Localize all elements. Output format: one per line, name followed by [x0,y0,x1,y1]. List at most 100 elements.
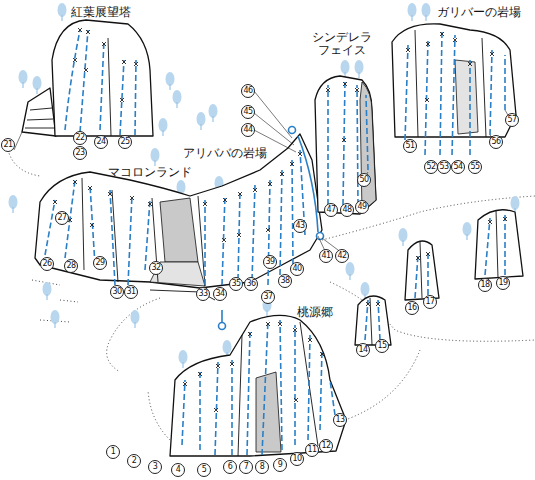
route-number: 16 [405,301,419,315]
route-number: 42 [335,249,349,263]
bolt-mark [266,228,270,232]
climbing-route [405,45,408,140]
bolt-mark [248,332,252,336]
tree [58,3,67,21]
route-number: 52 [424,160,438,174]
bolt-mark [230,362,234,366]
route-number: 12 [319,439,333,453]
route-number: 10 [290,452,304,466]
route-number: 34 [213,287,227,301]
bolt-mark [102,42,106,46]
bolt-mark [280,172,284,176]
rock-shadow [150,262,205,286]
rock-shadow [360,82,376,212]
tree [51,310,60,328]
route-number: 24 [94,135,108,149]
bolt-mark [278,322,282,326]
tree [408,3,417,21]
route-solid [289,127,296,134]
bolt-mark [342,138,346,142]
climbing-route [440,30,442,155]
route-number: 7 [239,460,253,474]
climbing-route [145,200,150,270]
bolt-mark [426,252,430,256]
rock-detail [108,38,111,136]
leader-line [254,91,296,152]
bolt-mark [53,200,57,204]
route-number: 57 [505,113,519,127]
rock-shadow [150,60,478,452]
route-number: 3 [148,460,162,474]
route-number: 1 [106,445,120,459]
bolt-mark [223,198,227,202]
bolt-mark [503,217,507,221]
bolt-mark [122,60,126,64]
tree [399,228,408,246]
bolt-mark [73,180,77,184]
route-number: 46 [241,84,255,98]
tree [43,282,52,300]
rock-outline [35,134,322,288]
route-number: 44 [241,123,255,137]
route-number: 29 [93,256,107,270]
bolt-mark [53,28,507,412]
climbing-route [110,190,115,285]
route-number: 19 [496,276,510,290]
route-number: 48 [340,203,354,217]
rock-outline [170,315,346,456]
route-number: 43 [293,219,307,233]
leader-line [300,228,342,253]
route-number: 54 [451,160,465,174]
bolt-mark [130,196,134,200]
bolt-mark [84,68,88,72]
climbing-route [45,200,55,255]
area-name: シンデレラ フェイス [310,31,374,57]
route-number: 23 [73,146,87,160]
route-number: 28 [64,259,78,273]
rock-outline [355,296,391,345]
route-number: 45 [241,105,255,119]
bolt-mark [198,372,202,376]
rock-detail [82,178,205,286]
route-solid [298,136,318,232]
climbing-route [45,30,505,455]
bolt-mark [293,328,297,332]
rock-shadow [256,372,281,452]
tree [19,70,28,88]
tree [151,148,160,166]
rock-detail [415,30,486,137]
bolt-mark [425,98,429,102]
bolt-mark [214,408,218,412]
bolt-mark [490,52,494,56]
route-number: 38 [278,274,292,288]
route-number: 21 [1,138,15,152]
climbing-route [215,362,218,455]
rock-outline [52,20,153,136]
bolt-mark [86,30,90,34]
climbing-route [128,195,132,285]
route-number: 37 [261,290,275,304]
climbing-route [247,330,250,455]
route-number: 6 [223,460,237,474]
climbing-route [182,380,185,445]
route-number: 35 [229,277,243,291]
tree [209,104,218,122]
bolt-mark [238,192,242,196]
route-number: 26 [40,257,54,271]
climbing-route [280,320,282,450]
climbing-route [292,160,293,265]
route-number: 13 [333,413,347,427]
climbing-route [65,30,80,130]
route-number: 41 [319,249,333,263]
trail [107,298,160,372]
route-number: 11 [305,443,319,457]
tree [9,195,18,213]
route-number: 53 [437,160,451,174]
tree [159,118,168,136]
leader-line [14,132,22,150]
route-number: 9 [273,458,287,472]
rock-outline [22,20,523,456]
bolt-mark [355,88,359,92]
tree [463,222,472,240]
bolt-mark [134,62,138,66]
